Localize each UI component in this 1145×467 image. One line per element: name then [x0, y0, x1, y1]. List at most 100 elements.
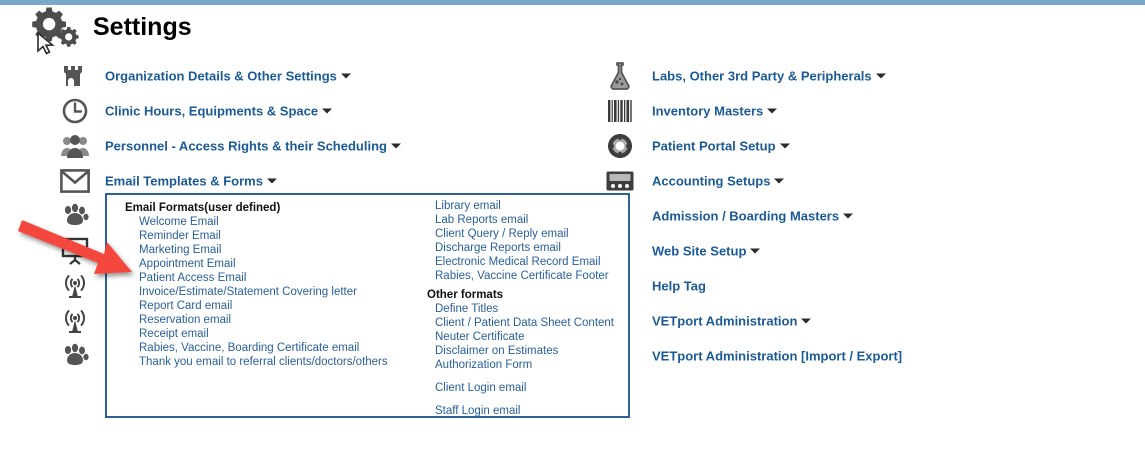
- sidebar-item-label[interactable]: Admission / Boarding Masters: [652, 208, 854, 223]
- settings-left-column: Organization Details & Other Settings Cl…: [0, 58, 600, 373]
- menu-item-thank-you-email-referral[interactable]: Thank you email to referral clients/doct…: [139, 356, 388, 368]
- page-title: Settings: [93, 13, 192, 41]
- sidebar-label-text: Accounting Setups: [652, 173, 771, 188]
- menu-item-client-query-reply-email[interactable]: Client Query / Reply email: [435, 228, 569, 240]
- top-border-rule: [0, 0, 1145, 5]
- sidebar-item-label[interactable]: VETport Administration: [652, 313, 812, 328]
- sidebar-item-label[interactable]: Clinic Hours, Equipments & Space: [105, 103, 333, 118]
- chevron-down-icon[interactable]: [750, 248, 761, 254]
- sidebar-item-antenna-1[interactable]: [0, 268, 600, 303]
- sidebar-label-text: Admission / Boarding Masters: [652, 208, 840, 223]
- sidebar-item-label[interactable]: Web Site Setup: [652, 243, 761, 258]
- sidebar-label-text: Clinic Hours, Equipments & Space: [105, 103, 319, 118]
- sidebar-item-label[interactable]: VETport Administration [Import / Export]: [652, 348, 902, 363]
- sidebar-item-antenna-2[interactable]: [0, 303, 600, 338]
- sidebar-item-inventory-masters[interactable]: Inventory Masters: [595, 93, 1145, 128]
- menu-item-patient-access-email[interactable]: Patient Access Email: [139, 272, 247, 284]
- calculator-device-icon: [603, 166, 637, 196]
- sidebar-item-paw-2[interactable]: [0, 338, 600, 373]
- menu-item-lab-reports-email[interactable]: Lab Reports email: [435, 214, 529, 226]
- fort-castle-icon: [58, 61, 92, 91]
- chevron-down-icon[interactable]: [779, 143, 790, 149]
- sidebar-item-label[interactable]: Labs, Other 3rd Party & Peripherals: [652, 68, 886, 83]
- chevron-down-icon[interactable]: [340, 73, 351, 79]
- sidebar-item-patient-portal[interactable]: Patient Portal Setup: [595, 128, 1145, 163]
- sidebar-label-text: Labs, Other 3rd Party & Peripherals: [652, 68, 872, 83]
- menu-item-reminder-email[interactable]: Reminder Email: [139, 230, 221, 242]
- sidebar-item-clinic-hours[interactable]: Clinic Hours, Equipments & Space: [0, 93, 600, 128]
- chevron-down-icon[interactable]: [875, 73, 886, 79]
- menu-item-report-card-email[interactable]: Report Card email: [139, 300, 233, 312]
- menu-item-neuter-certificate[interactable]: Neuter Certificate: [435, 331, 525, 343]
- menu-item-client-patient-data-sheet-content[interactable]: Client / Patient Data Sheet Content: [435, 317, 614, 329]
- presentation-board-icon: [58, 236, 92, 266]
- menu-item-disclaimer-on-estimates[interactable]: Disclaimer on Estimates: [435, 345, 559, 357]
- menu-item-appointment-email[interactable]: Appointment Email: [139, 258, 236, 270]
- sidebar-item-label[interactable]: Patient Portal Setup: [652, 138, 790, 153]
- sidebar-item-vetport-administration-import-export[interactable]: VETport Administration [Import / Export]: [595, 338, 1145, 373]
- sidebar-label-text: Inventory Masters: [652, 103, 764, 118]
- sidebar-item-labs[interactable]: Labs, Other 3rd Party & Peripherals: [595, 58, 1145, 93]
- antenna-signal-icon: [58, 306, 92, 336]
- sidebar-item-personnel[interactable]: Personnel - Access Rights & their Schedu…: [0, 128, 600, 163]
- sidebar-item-email-templates[interactable]: Email Templates & Forms: [0, 163, 600, 198]
- chevron-down-icon[interactable]: [767, 108, 778, 114]
- menu-item-rabies-vaccine-certificate-footer[interactable]: Rabies, Vaccine Certificate Footer: [435, 270, 609, 282]
- barcode-icon: [603, 96, 637, 126]
- menu-item-authorization-form[interactable]: Authorization Form: [435, 359, 533, 371]
- menu-item-invoice-estimate-statement-covering-letter[interactable]: Invoice/Estimate/Statement Covering lett…: [139, 286, 357, 298]
- dropdown-heading-email-formats: Email Formats(user defined): [125, 202, 281, 214]
- flask-icon: [603, 61, 637, 91]
- dropdown-column-other: Library email Lab Reports email Client Q…: [427, 199, 627, 418]
- menu-item-receipt-email[interactable]: Receipt email: [139, 328, 209, 340]
- chevron-down-icon[interactable]: [266, 178, 277, 184]
- menu-item-reservation-email[interactable]: Reservation email: [139, 314, 232, 326]
- menu-item-rabies-vaccine-boarding-certificate-email[interactable]: Rabies, Vaccine, Boarding Certificate em…: [139, 342, 360, 354]
- page-header: Settings: [0, 5, 1145, 57]
- menu-item-marketing-email[interactable]: Marketing Email: [139, 244, 222, 256]
- life-ring-icon: [603, 131, 637, 161]
- mouse-cursor-icon: [37, 31, 55, 55]
- sidebar-item-label[interactable]: Organization Details & Other Settings: [105, 68, 351, 83]
- sidebar-item-accounting-setups[interactable]: Accounting Setups: [595, 163, 1145, 198]
- menu-item-electronic-medical-record-email[interactable]: Electronic Medical Record Email: [435, 256, 601, 268]
- chevron-down-icon[interactable]: [843, 213, 854, 219]
- dropdown-column-user-defined: Email Formats(user defined) Welcome Emai…: [125, 199, 425, 369]
- sidebar-label-text: Organization Details & Other Settings: [105, 68, 337, 83]
- sidebar-item-organization-details[interactable]: Organization Details & Other Settings: [0, 58, 600, 93]
- paw-print-icon: [58, 201, 92, 231]
- sidebar-item-paw-1[interactable]: [0, 198, 600, 233]
- menu-item-define-titles[interactable]: Define Titles: [435, 303, 499, 315]
- menu-item-welcome-email[interactable]: Welcome Email: [139, 216, 219, 228]
- sidebar-item-web-site-setup[interactable]: Web Site Setup: [595, 233, 1145, 268]
- email-templates-dropdown-panel: Email Formats(user defined) Welcome Emai…: [105, 193, 630, 418]
- sidebar-item-help-tag[interactable]: Help Tag: [595, 268, 1145, 303]
- sidebar-item-label[interactable]: Email Templates & Forms: [105, 173, 277, 188]
- sidebar-item-vetport-administration[interactable]: VETport Administration: [595, 303, 1145, 338]
- sidebar-item-label[interactable]: Help Tag: [652, 278, 706, 293]
- menu-item-staff-login-email[interactable]: Staff Login email: [435, 405, 521, 417]
- chevron-down-icon[interactable]: [322, 108, 333, 114]
- chevron-down-icon[interactable]: [801, 318, 812, 324]
- sidebar-item-label[interactable]: Inventory Masters: [652, 103, 778, 118]
- menu-item-client-login-email[interactable]: Client Login email: [435, 382, 527, 394]
- envelope-icon: [58, 166, 92, 196]
- sidebar-label-text: Patient Portal Setup: [652, 138, 776, 153]
- menu-item-discharge-reports-email[interactable]: Discharge Reports email: [435, 242, 561, 254]
- chevron-down-icon[interactable]: [774, 178, 785, 184]
- chevron-down-icon[interactable]: [390, 143, 401, 149]
- sidebar-label-text: Personnel - Access Rights & their Schedu…: [105, 138, 387, 153]
- sidebar-label-text: Help Tag: [652, 278, 706, 293]
- people-group-icon: [58, 131, 92, 161]
- sidebar-label-text: Email Templates & Forms: [105, 173, 263, 188]
- menu-item-library-email[interactable]: Library email: [435, 200, 501, 212]
- sidebar-label-text: VETport Administration: [652, 313, 798, 328]
- sidebar-item-admission-boarding[interactable]: Admission / Boarding Masters: [595, 198, 1145, 233]
- dropdown-heading-other-formats: Other formats: [427, 289, 504, 301]
- sidebar-item-label[interactable]: Accounting Setups: [652, 173, 785, 188]
- sidebar-label-text: VETport Administration [Import / Export]: [652, 348, 903, 363]
- sidebar-label-text: Web Site Setup: [652, 243, 747, 258]
- sidebar-item-label[interactable]: Personnel - Access Rights & their Schedu…: [105, 138, 401, 153]
- antenna-signal-icon: [58, 271, 92, 301]
- gear-icon: [22, 3, 88, 55]
